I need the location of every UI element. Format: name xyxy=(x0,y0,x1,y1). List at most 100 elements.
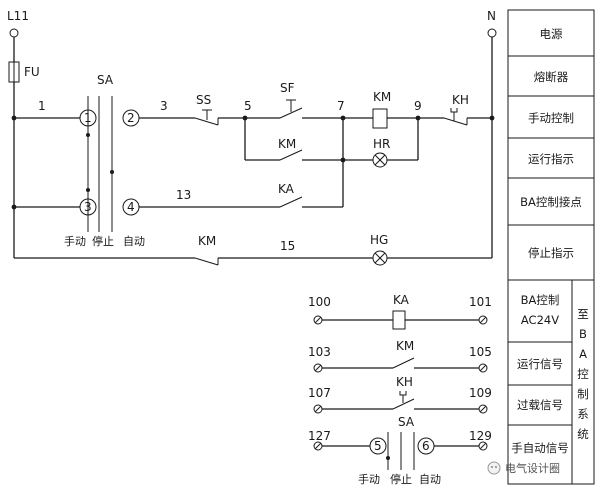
legend-overload-signal: 过载信号 xyxy=(517,398,563,412)
sa-contact-2-label: 2 xyxy=(127,111,135,125)
contactor-coil-label: KM xyxy=(373,90,391,104)
terminal-105-label: 105 xyxy=(469,345,492,359)
wire-9-label: 9 xyxy=(414,99,422,113)
fuse-label: FU xyxy=(24,65,40,79)
terminal-100-label: 100 xyxy=(308,295,331,309)
sa-dot-1 xyxy=(86,133,90,137)
sa2-dot xyxy=(386,456,390,460)
legend-ba-control-line1: BA控制 xyxy=(521,293,560,307)
sa-contact-6-label: 6 xyxy=(422,439,430,453)
terminal-107-label: 107 xyxy=(308,386,331,400)
legend-manual-control: 手动控制 xyxy=(528,111,574,125)
wire-5-label: 5 xyxy=(244,99,252,113)
terminal-129-label: 129 xyxy=(469,429,492,443)
watermark-text: 电气设计圈 xyxy=(505,461,560,475)
sa-contact-4-label: 4 xyxy=(127,200,135,214)
watermark-logo-eye-left xyxy=(491,466,493,468)
wire-3-label: 3 xyxy=(160,99,168,113)
legend-auto-manual-signal: 手自动信号 xyxy=(511,441,569,455)
ba-interface: 100 101 KA 103 105 KM 107 109 KH xyxy=(308,293,492,486)
terminal-129-slash xyxy=(479,442,487,450)
run-lamp-label: HR xyxy=(373,137,390,151)
legend-run-indication: 运行指示 xyxy=(528,152,574,166)
thermal-relay-actuator xyxy=(450,108,458,113)
wire-13-label: 13 xyxy=(176,188,191,202)
watermark: 电气设计圈 xyxy=(487,461,560,475)
legend-to-ba-char-3: A xyxy=(579,347,587,361)
kh-signal-contact-blade xyxy=(392,398,415,410)
legend-ba-control-line2: AC24V xyxy=(521,313,559,327)
supply-left-terminal xyxy=(9,28,19,38)
legend-to-ba-char-5: 制 xyxy=(577,387,589,401)
watermark-logo-eye-right xyxy=(495,466,497,468)
wire-7-label: 7 xyxy=(337,99,345,113)
kh-signal-actuator xyxy=(399,391,407,396)
sa-dot-2 xyxy=(86,188,90,192)
legend-run-signal: 运行信号 xyxy=(517,357,563,371)
km-signal-contact-label: KM xyxy=(396,339,414,353)
stop-button-label: SS xyxy=(196,93,211,107)
start-button-label: SF xyxy=(280,81,295,95)
km-aux-contact-label: KM xyxy=(278,137,296,151)
legend-to-ba-char-6: 系 xyxy=(577,407,589,421)
legend-power: 电源 xyxy=(540,27,563,41)
signal-mode-auto-label: 自动 xyxy=(419,473,441,486)
km-nc-contact-label: KM xyxy=(198,234,216,248)
thermal-relay-blade xyxy=(443,117,468,126)
sa-mode-stop-label: 停止 xyxy=(92,234,114,248)
terminal-101-label: 101 xyxy=(469,295,492,309)
legend-to-ba-char-1: 至 xyxy=(577,307,589,321)
terminal-109-slash xyxy=(479,405,487,413)
main-schematic: L11 FU N 1 SA 1 3 2 4 手动 停止 xyxy=(7,9,497,266)
ba-relay-contact-label: KA xyxy=(278,182,295,196)
terminal-127-slash xyxy=(314,442,322,450)
stop-lamp-cross-b xyxy=(374,252,386,264)
sa-dot-3 xyxy=(110,170,114,174)
ka-coil-label: KA xyxy=(393,293,410,307)
thermal-relay-label: KH xyxy=(452,93,469,107)
kh-signal-contact-label: KH xyxy=(396,375,413,389)
stop-lamp-label: HG xyxy=(370,233,388,247)
wire-1-label: 1 xyxy=(38,99,46,113)
terminal-100-slash xyxy=(314,316,322,324)
sa-mode-manual-label: 手动 xyxy=(64,234,86,248)
sa-mode-auto-label: 自动 xyxy=(123,235,145,248)
run-lamp-cross-b xyxy=(374,154,386,166)
supply-right-label: N xyxy=(487,9,496,23)
wire-15-label: 15 xyxy=(280,239,295,253)
signal-mode-stop-label: 停止 xyxy=(390,472,412,486)
sa-contact-1-label: 1 xyxy=(84,111,92,125)
stop-button-blade xyxy=(194,117,219,126)
supply-right-terminal xyxy=(487,28,497,38)
ka-coil-symbol xyxy=(392,310,406,330)
terminal-109-label: 109 xyxy=(469,386,492,400)
legend-table: 电源 熔断器 手动控制 运行指示 BA控制接点 停止指示 BA控制 AC24V … xyxy=(507,9,595,485)
km-aux-contact-blade xyxy=(279,149,303,161)
terminal-103-label: 103 xyxy=(308,345,331,359)
sa-contact-5-label: 5 xyxy=(374,439,382,453)
sa-contact-3-label: 3 xyxy=(84,200,92,214)
terminal-101-slash xyxy=(479,316,487,324)
terminal-107-slash xyxy=(314,405,322,413)
legend-to-ba-char-2: B xyxy=(579,327,587,341)
km-nc-contact-blade xyxy=(194,257,219,266)
start-button-blade xyxy=(279,107,303,119)
terminal-105-slash xyxy=(479,364,487,372)
terminal-103-slash xyxy=(314,364,322,372)
watermark-logo-icon xyxy=(487,461,501,475)
legend-border xyxy=(507,9,595,485)
legend-to-ba-char-7: 统 xyxy=(577,427,589,441)
ba-relay-contact-blade xyxy=(279,196,303,208)
selector-label: SA xyxy=(97,73,114,87)
signal-selector-label: SA xyxy=(398,415,415,429)
signal-mode-manual-label: 手动 xyxy=(358,472,380,486)
legend-to-ba-char-4: 控 xyxy=(577,367,589,381)
legend-stop-indication: 停止指示 xyxy=(528,246,574,260)
legend-ba-contact: BA控制接点 xyxy=(520,195,582,209)
terminal-127-label: 127 xyxy=(308,429,331,443)
supply-left-label: L11 xyxy=(7,9,29,23)
sa-contact-5 xyxy=(369,437,387,455)
sa-contact-1 xyxy=(79,109,97,127)
contactor-coil-symbol xyxy=(372,108,388,129)
